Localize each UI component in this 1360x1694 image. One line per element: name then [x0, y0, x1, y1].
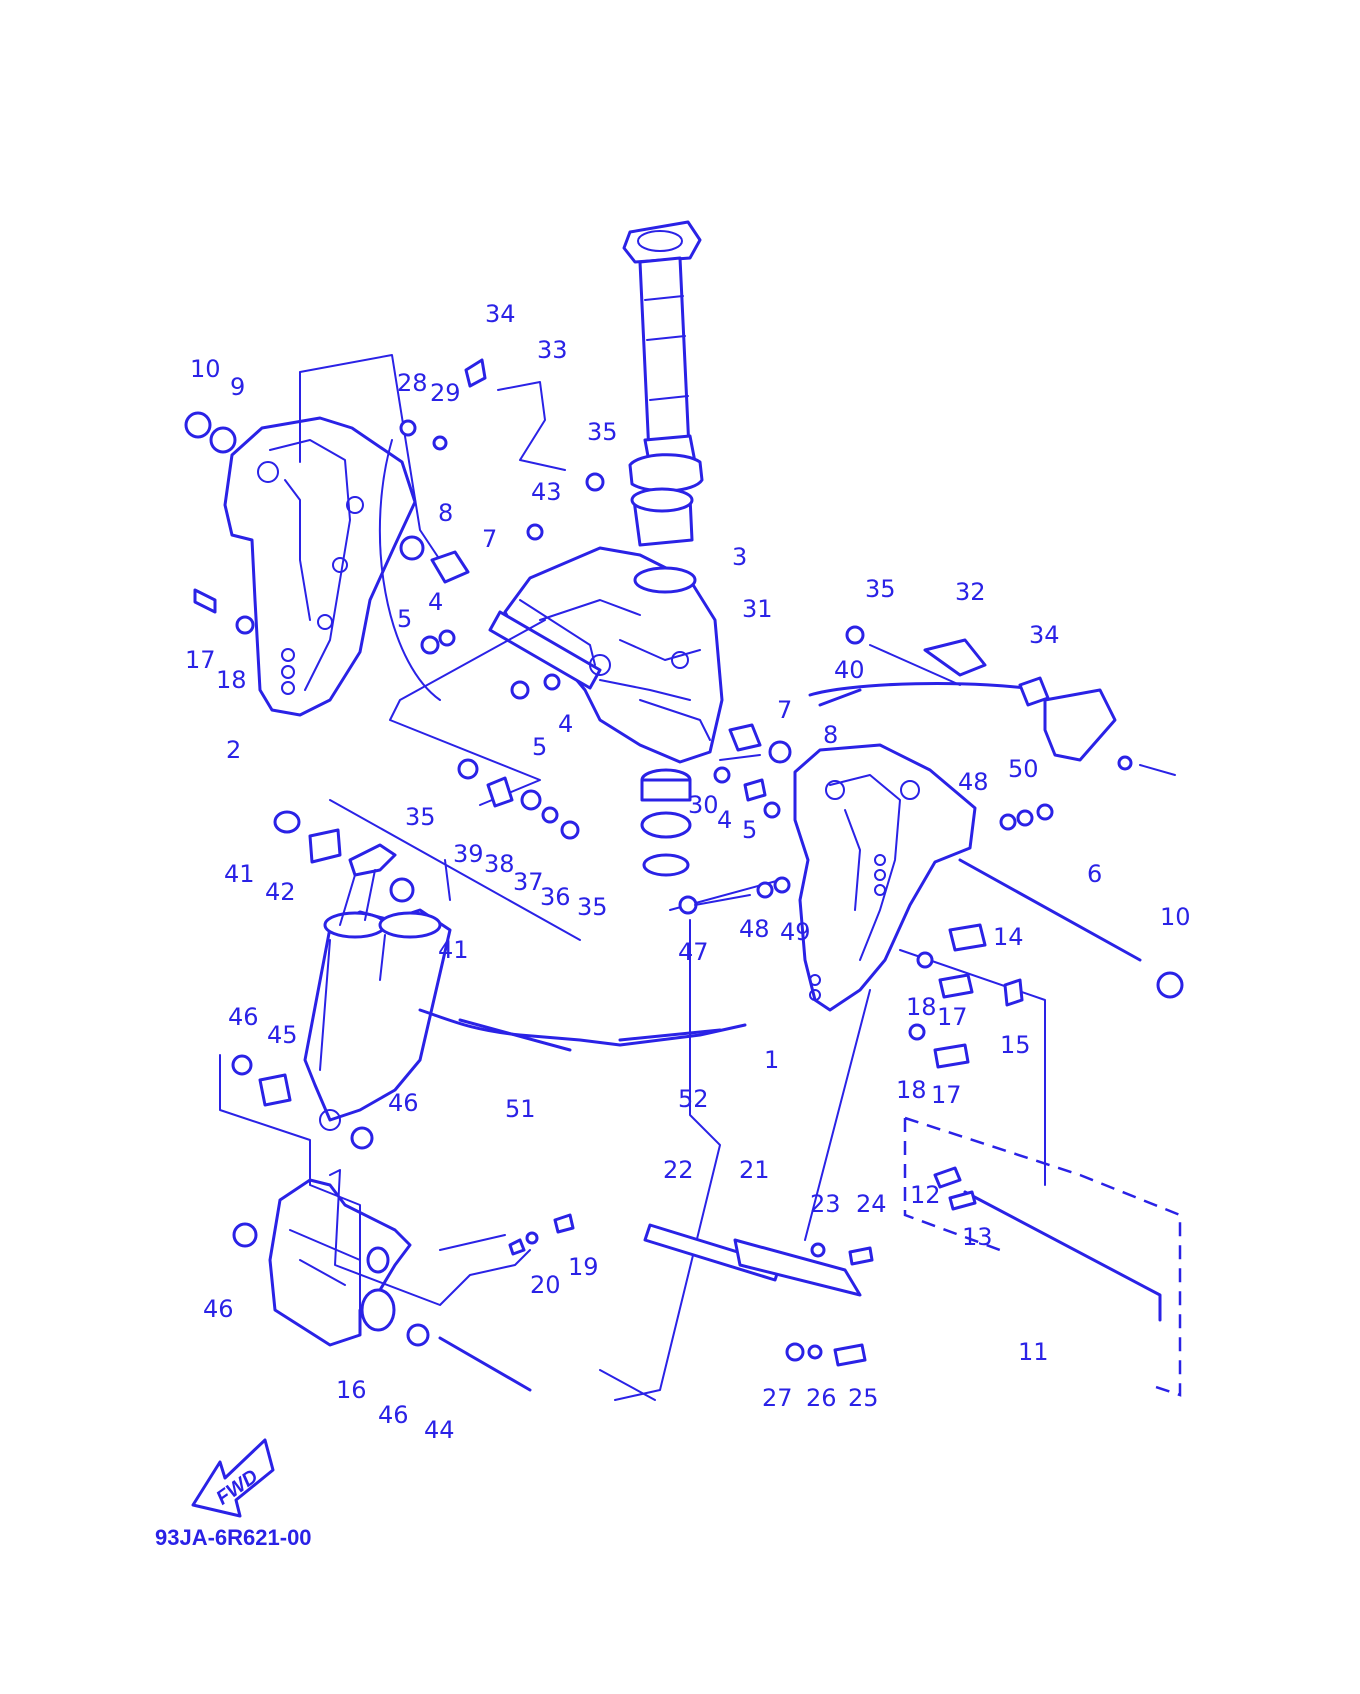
callout-24: 24 [856, 1190, 887, 1218]
callout-18: 18 [216, 666, 247, 694]
callout-52: 52 [678, 1085, 709, 1113]
callout-34: 34 [1029, 621, 1060, 649]
callout-46: 46 [378, 1401, 409, 1429]
callout-21: 21 [739, 1156, 770, 1184]
callout-8: 8 [438, 499, 453, 527]
trim-rod [963, 1190, 1162, 1322]
trim-rod-frame [903, 1116, 1182, 1397]
callout-51: 51 [505, 1095, 536, 1123]
callout-7: 7 [482, 525, 497, 553]
lower-bracket [268, 1178, 412, 1347]
callout-35: 35 [865, 575, 896, 603]
callout-9: 9 [230, 373, 245, 401]
fwd-arrow-icon: FWD [191, 1438, 275, 1518]
drawing-code: 93JA-6R621-00 [155, 1525, 312, 1550]
callout-41: 41 [438, 936, 469, 964]
callout-2: 2 [226, 736, 241, 764]
callout-44: 44 [424, 1416, 455, 1444]
callout-42: 42 [265, 878, 296, 906]
callout-18: 18 [906, 993, 937, 1021]
callout-48: 48 [739, 915, 770, 943]
callout-4: 4 [428, 588, 443, 616]
callout-35: 35 [405, 803, 436, 831]
callout-33: 33 [537, 336, 568, 364]
callout-35: 35 [577, 893, 608, 921]
callout-13: 13 [962, 1223, 993, 1251]
callout-22: 22 [663, 1156, 694, 1184]
callout-30: 30 [688, 791, 719, 819]
callout-35: 35 [587, 418, 618, 446]
callout-16: 16 [336, 1376, 367, 1404]
callout-46: 46 [388, 1089, 419, 1117]
callout-17: 17 [931, 1081, 962, 1109]
callout-5: 5 [532, 733, 547, 761]
callout-17: 17 [937, 1003, 968, 1031]
callout-4: 4 [717, 806, 732, 834]
callout-47: 47 [678, 938, 709, 966]
callout-10: 10 [1160, 903, 1191, 931]
callout-50: 50 [1008, 755, 1039, 783]
callout-17: 17 [185, 646, 216, 674]
clamp-bracket-left [223, 416, 417, 717]
callout-46: 46 [203, 1295, 234, 1323]
callout-10: 10 [190, 355, 221, 383]
callout-5: 5 [742, 816, 757, 844]
callout-49: 49 [780, 918, 811, 946]
callout-23: 23 [810, 1190, 841, 1218]
callout-12: 12 [910, 1181, 941, 1209]
callout-7: 7 [777, 696, 792, 724]
callout-41: 41 [224, 860, 255, 888]
callout-20: 20 [530, 1271, 561, 1299]
callout-28: 28 [397, 369, 428, 397]
callout-labels: 1 2 3 4 4 4 5 5 5 6 7 7 8 8 9 10 10 11 1… [185, 300, 1191, 1444]
callout-40: 40 [834, 656, 865, 684]
callout-32: 32 [955, 578, 986, 606]
callout-36: 36 [540, 883, 571, 911]
callout-37: 37 [513, 868, 544, 896]
callout-5: 5 [397, 605, 412, 633]
callout-46: 46 [228, 1003, 259, 1031]
swivel-bracket [488, 546, 724, 764]
callout-14: 14 [993, 923, 1024, 951]
callout-31: 31 [742, 595, 773, 623]
callout-8: 8 [823, 721, 838, 749]
callout-18: 18 [896, 1076, 927, 1104]
callout-3: 3 [732, 543, 747, 571]
callout-19: 19 [568, 1253, 599, 1281]
callout-15: 15 [1000, 1031, 1031, 1059]
callout-6: 6 [1087, 860, 1102, 888]
callout-39: 39 [453, 840, 484, 868]
hardware [184, 358, 1184, 1367]
callout-45: 45 [267, 1021, 298, 1049]
callout-29: 29 [430, 379, 461, 407]
callout-11: 11 [1018, 1338, 1049, 1366]
hoses [418, 1008, 747, 1052]
callout-27: 27 [762, 1384, 793, 1412]
callout-4: 4 [558, 710, 573, 738]
clamp-bracket-right [793, 743, 977, 1012]
callout-34: 34 [485, 300, 516, 328]
steering-shaft [622, 220, 704, 547]
callout-26: 26 [806, 1384, 837, 1412]
callout-25: 25 [848, 1384, 879, 1412]
callout-1: 1 [764, 1046, 779, 1074]
callout-38: 38 [484, 850, 515, 878]
callout-43: 43 [531, 478, 562, 506]
tilt-cylinder [303, 843, 452, 1131]
callout-48: 48 [958, 768, 989, 796]
